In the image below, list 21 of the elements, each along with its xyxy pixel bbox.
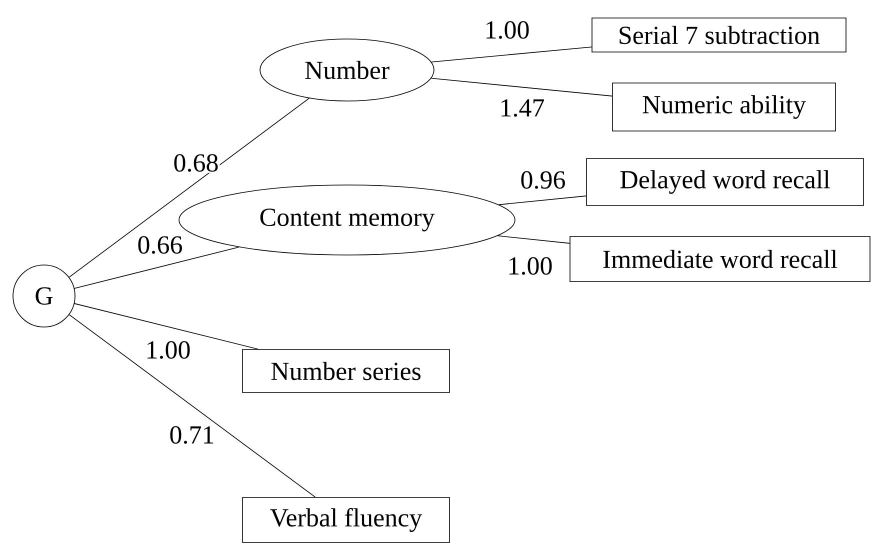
edge-label: 1.00 (483, 20, 531, 40)
edge-label: 0.96 (519, 170, 567, 190)
edge-label: 0.71 (168, 425, 216, 445)
connector-line (74, 303, 258, 350)
indicator-box: Number series (242, 349, 450, 393)
indicator-box: Serial 7 subtraction (592, 18, 846, 52)
connector-line (498, 196, 586, 206)
indicator-box: Delayed word recall (586, 158, 864, 206)
indicator-box: Verbal fluency (242, 497, 450, 543)
indicator-box: Numeric ability (612, 82, 836, 132)
indicator-box: Immediate word recall (570, 236, 870, 282)
edge-label: 1.00 (144, 340, 192, 360)
connector-line (497, 235, 570, 244)
connector-line (74, 246, 240, 289)
edge-label: 0.68 (172, 153, 220, 173)
connector-line (68, 98, 310, 278)
edge-label: 1.47 (498, 98, 546, 118)
connector-line (68, 314, 316, 498)
connector-line (430, 78, 612, 96)
connector-line (431, 46, 592, 62)
edge-label: 1.00 (506, 256, 554, 276)
